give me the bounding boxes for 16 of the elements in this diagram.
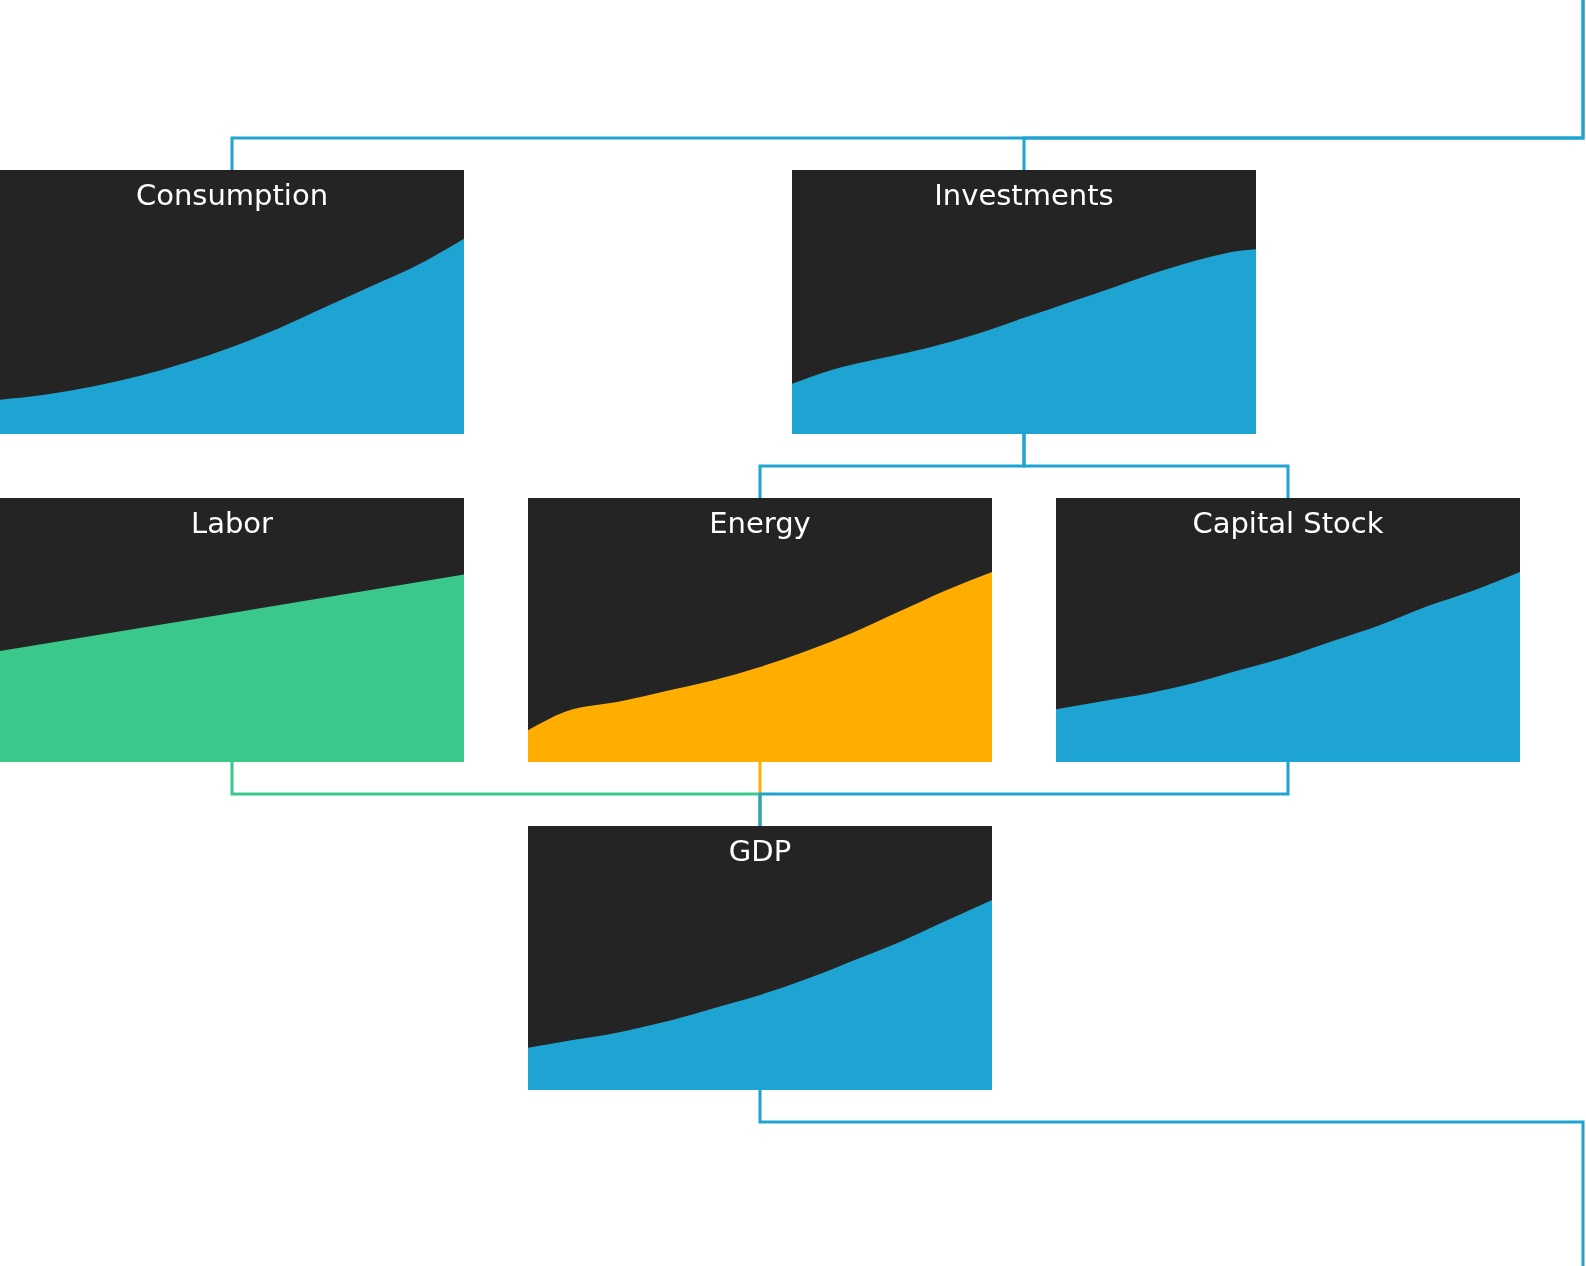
chart-card bbox=[0, 498, 464, 762]
card-title: Energy bbox=[709, 506, 811, 540]
card-title: Capital Stock bbox=[1192, 506, 1384, 540]
card-title: Labor bbox=[191, 506, 273, 540]
connector-line bbox=[1022, 434, 1290, 498]
chart-card bbox=[1056, 498, 1520, 762]
chart-card bbox=[792, 170, 1256, 434]
chart-card bbox=[0, 170, 464, 434]
chart-card bbox=[528, 826, 992, 1090]
chart-card bbox=[528, 498, 992, 762]
card-title: Consumption bbox=[135, 178, 329, 212]
connector-line bbox=[758, 1090, 1585, 1266]
card-title: GDP bbox=[728, 834, 792, 868]
card-title: Investments bbox=[934, 178, 1114, 212]
connector-line bbox=[1022, 0, 1585, 170]
connector-line bbox=[758, 762, 1290, 826]
